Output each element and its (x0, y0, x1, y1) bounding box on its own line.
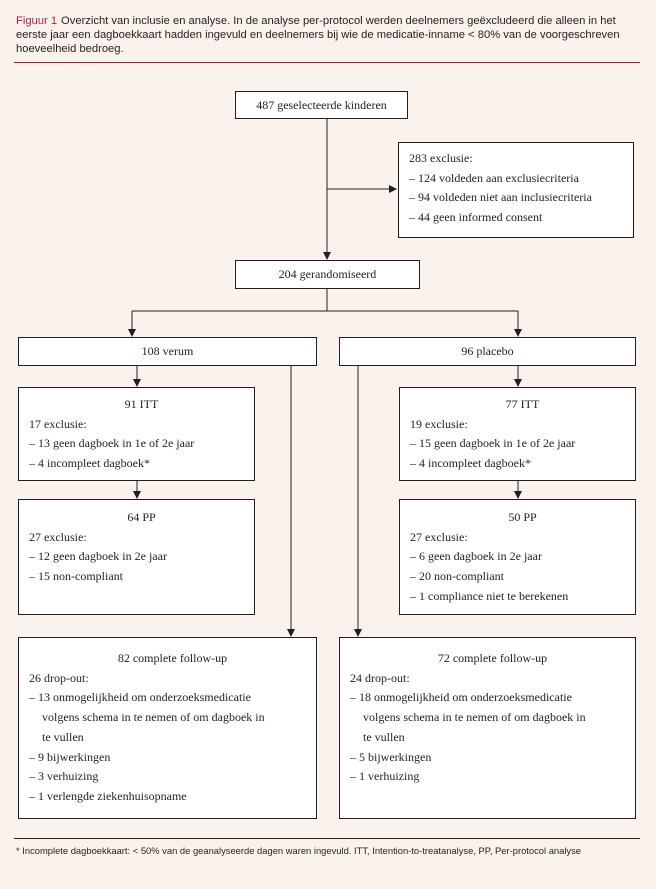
randomised-label: 204 gerandomiseerd (278, 267, 377, 281)
placebo-followup-line: 24 drop-out: (350, 670, 410, 685)
verum-followup-line: te vullen (42, 729, 84, 744)
verum-followup-line: – 3 verhuizing (29, 769, 99, 784)
placebo-followup-line: – 18 onmogelijkheid om onderzoeksmedicat… (350, 690, 572, 705)
placebo-label: 96 placebo (461, 344, 514, 358)
verum-itt-line: – 4 incompleet dagboek* (29, 456, 150, 471)
placebo-pp-line: – 1 compliance niet te berekenen (410, 588, 569, 603)
exclusion-item: – 94 voldeden niet aan inclusiecriteria (409, 190, 592, 205)
verum-followup-line: volgens schema in te nemen of om dagboek… (42, 710, 265, 725)
verum-itt-line: – 13 geen dagboek in 1e of 2e jaar (29, 436, 195, 451)
verum-box: 108 verum (18, 337, 317, 366)
verum-pp-title: 64 PP (127, 510, 156, 524)
footnote-divider (14, 838, 640, 839)
verum-itt-box: 91 ITT 17 exclusie: – 13 geen dagboek in… (18, 387, 255, 481)
placebo-followup-line: – 5 bijwerkingen (350, 749, 432, 764)
placebo-followup-line: – 1 verhuizing (350, 769, 420, 784)
verum-pp-box: 64 PP 27 exclusie: – 12 geen dagboek in … (18, 499, 255, 615)
placebo-pp-box: 50 PP 27 exclusie: – 6 geen dagboek in 2… (399, 499, 636, 615)
placebo-itt-box: 77 ITT 19 exclusie: – 15 geen dagboek in… (399, 387, 636, 481)
placebo-box: 96 placebo (339, 337, 636, 366)
verum-itt-line: 17 exclusie: (29, 416, 87, 431)
exclusion-box: 283 exclusie: – 124 voldeden aan exclusi… (398, 142, 634, 238)
verum-pp-line: – 12 geen dagboek in 2e jaar (29, 549, 167, 564)
placebo-itt-line: 19 exclusie: (410, 416, 468, 431)
placebo-itt-line: – 15 geen dagboek in 1e of 2e jaar (410, 436, 576, 451)
exclusion-item: – 124 voldeden aan exclusiecriteria (409, 170, 579, 185)
verum-pp-line: 27 exclusie: (29, 529, 87, 544)
placebo-itt-line: – 4 incompleet dagboek* (410, 456, 531, 471)
caption-divider (14, 62, 640, 63)
verum-label: 108 verum (141, 344, 194, 358)
randomised-box: 204 gerandomiseerd (235, 260, 420, 289)
figure-label: Figuur 1 (16, 15, 58, 27)
verum-followup-line: – 1 verlengde ziekenhuisopname (29, 788, 187, 803)
selected-box: 487 geselecteerde kinderen (235, 91, 408, 119)
verum-followup-title: 82 complete follow-up (117, 651, 228, 665)
placebo-followup-line: te vullen (363, 729, 405, 744)
verum-followup-box: 82 complete follow-up 26 drop-out: – 13 … (18, 637, 317, 819)
verum-followup-line: – 9 bijwerkingen (29, 749, 111, 764)
placebo-pp-line: – 6 geen dagboek in 2e jaar (410, 549, 542, 564)
placebo-followup-box: 72 complete follow-up 24 drop-out: – 18 … (339, 637, 636, 819)
placebo-pp-line: 27 exclusie: (410, 529, 468, 544)
exclusion-item: – 44 geen informed consent (409, 210, 543, 225)
placebo-itt-title: 77 ITT (505, 397, 540, 411)
footnote: * Incomplete dagboekkaart: < 50% van de … (16, 845, 582, 856)
placebo-followup-title: 72 complete follow-up (437, 651, 548, 665)
placebo-pp-title: 50 PP (508, 510, 537, 524)
verum-followup-line: 26 drop-out: (29, 670, 89, 685)
exclusion-title: 283 exclusie: (409, 151, 473, 165)
placebo-pp-line: – 20 non-compliant (410, 569, 504, 584)
verum-followup-line: – 13 onmogelijkheid om onderzoeksmedicat… (29, 690, 251, 705)
caption-text: Overzicht van inclusie en analyse. In de… (16, 15, 620, 55)
selected-label: 487 geselecteerde kinderen (256, 98, 387, 112)
verum-itt-title: 91 ITT (124, 397, 159, 411)
placebo-followup-line: volgens schema in te nemen of om dagboek… (363, 710, 586, 725)
verum-pp-line: – 15 non-compliant (29, 569, 123, 584)
